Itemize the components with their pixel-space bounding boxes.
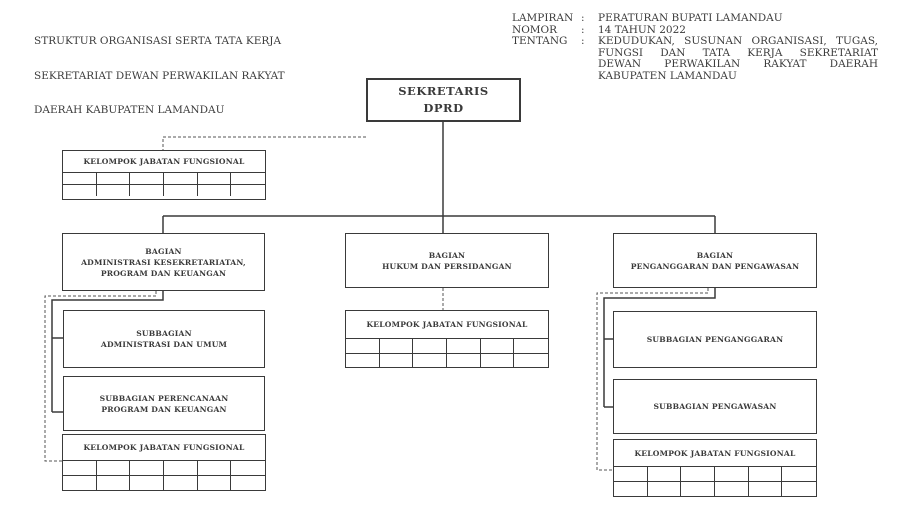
bagian-administrasi-box: BAGIAN ADMINISTRASI KESEKRETARIATAN, PRO… [62, 233, 265, 291]
connector-right-spine [603, 288, 716, 407]
tentang-line-1: KEDUDUKAN, SUSUNAN ORGANISASI, TUGAS, [598, 35, 878, 47]
kjf-left-grid [63, 461, 265, 491]
bagian-administrasi-line-3: PROGRAM DAN KEUANGAN [100, 268, 227, 278]
connector-left-spine [51, 291, 164, 412]
title-line-2: SEKRETARIAT DEWAN PERWAKILAN RAKYAT [34, 69, 285, 82]
kjf-right-grid [614, 467, 816, 497]
title-line-3: DAERAH KABUPATEN LAMANDAU [34, 104, 225, 116]
tentang-row: TENTANG : KEDUDUKAN, SUSUNAN ORGANISASI,… [512, 35, 878, 82]
bagian-hukum-box: BAGIAN HUKUM DAN PERSIDANGAN [345, 233, 549, 288]
bagian-hukum-line-2: HUKUM DAN PERSIDANGAN [382, 261, 512, 271]
bagian-penganggaran-box: BAGIAN PENGANGGARAN DAN PENGAWASAN [613, 233, 817, 288]
nomor-row: NOMOR : 14 TAHUN 2022 [512, 23, 878, 37]
attachment-info: LAMPIRAN : PERATURAN BUPATI LAMANDAU NOM… [512, 12, 878, 82]
dashed-connector-right-kjf [596, 288, 709, 471]
dashed-connector-left-kjf [44, 291, 157, 462]
tentang-line-3: DEWAN PERWAKILAN RAKYAT DAERAH [598, 58, 878, 70]
lampiran-value: PERATURAN BUPATI LAMANDAU [598, 12, 783, 24]
subbagian-umum-box: SUBBAGIAN ADMINISTRASI DAN UMUM [63, 310, 265, 368]
kjf-center-grid [346, 339, 548, 369]
kjf-top-box: KELOMPOK JABATAN FUNGSIONAL [62, 150, 266, 200]
subbagian-perencanaan-line-1: SUBBAGIAN PERENCANAAN [99, 393, 229, 403]
tentang-colon: : [581, 35, 585, 47]
kjf-right-box: KELOMPOK JABATAN FUNGSIONAL [613, 439, 817, 497]
tentang-line-2: FUNGSI DAN TATA KERJA SEKRETARIAT [598, 46, 878, 59]
lampiran-label: LAMPIRAN [512, 12, 574, 24]
bagian-administrasi-line-2: ADMINISTRASI KESEKRETARIATAN, [81, 257, 246, 267]
sekretaris-dprd-box: SEKRETARIS DPRD [366, 78, 521, 122]
kjf-top-title: KELOMPOK JABATAN FUNGSIONAL [63, 151, 265, 173]
kjf-left-box: KELOMPOK JABATAN FUNGSIONAL [62, 434, 266, 491]
subbagian-umum-line-1: SUBBAGIAN [136, 329, 192, 338]
bagian-administrasi-line-1: BAGIAN [145, 246, 182, 256]
tentang-line-4: KABUPATEN LAMANDAU [598, 69, 737, 82]
subbagian-pengawasan-label: SUBBAGIAN PENGAWASAN [653, 402, 777, 411]
kjf-center-box: KELOMPOK JABATAN FUNGSIONAL [345, 310, 549, 368]
title-line-1: STRUKTUR ORGANISASI SERTA TATA KERJA [34, 35, 282, 47]
subbagian-penganggaran-box: SUBBAGIAN PENGANGGARAN [613, 311, 817, 368]
subbagian-umum-line-2: ADMINISTRASI DAN UMUM [100, 340, 228, 349]
subbagian-pengawasan-box: SUBBAGIAN PENGAWASAN [613, 379, 817, 434]
sekretaris-label: SEKRETARIS [398, 84, 489, 98]
dprd-label: DPRD [423, 101, 464, 115]
subbagian-penganggaran-label: SUBBAGIAN PENGANGGARAN [646, 335, 784, 344]
bagian-penganggaran-line-2: PENGANGGARAN DAN PENGAWASAN [630, 261, 800, 271]
kjf-center-title: KELOMPOK JABATAN FUNGSIONAL [346, 311, 548, 339]
nomor-value: 14 TAHUN 2022 [598, 23, 686, 36]
bagian-penganggaran-line-1: BAGIAN [696, 250, 734, 260]
dashed-connector-top-kjf [162, 136, 366, 150]
lampiran-row: LAMPIRAN : PERATURAN BUPATI LAMANDAU [512, 12, 878, 25]
subbagian-perencanaan-box: SUBBAGIAN PERENCANAAN PROGRAM DAN KEUANG… [63, 376, 265, 431]
tentang-value: KEDUDUKAN, SUSUNAN ORGANISASI, TUGAS, FU… [598, 35, 878, 82]
kjf-top-grid [63, 173, 265, 197]
document-title: STRUKTUR ORGANISASI SERTA TATA KERJA SEK… [34, 13, 285, 128]
bagian-hukum-line-1: BAGIAN [428, 250, 466, 260]
tentang-label: TENTANG [512, 35, 568, 47]
kjf-right-title: KELOMPOK JABATAN FUNGSIONAL [614, 440, 816, 467]
subbagian-perencanaan-line-2: PROGRAM DAN KEUANGAN [101, 404, 227, 414]
nomor-label: NOMOR [512, 23, 558, 36]
kjf-left-title: KELOMPOK JABATAN FUNGSIONAL [63, 435, 265, 461]
lampiran-colon: : [581, 12, 585, 24]
nomor-colon: : [581, 23, 585, 36]
